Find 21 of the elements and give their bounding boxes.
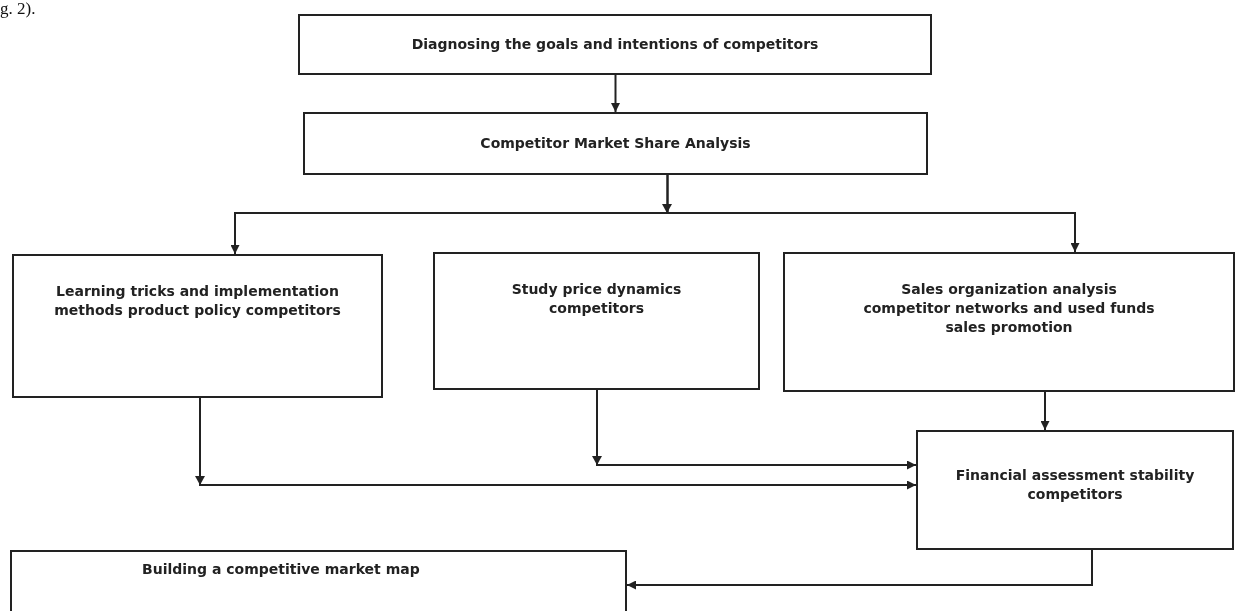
box-text: Competitor Market Share Analysis [480, 134, 751, 153]
box-text: Diagnosing the goals and intentions of competitors [411, 35, 819, 54]
process-box [783, 252, 1235, 392]
arrow [199, 397, 917, 490]
arrow [1040, 391, 1050, 431]
box-text: Financial assessment stability competitors [954, 466, 1196, 504]
box-text: Learning tricks and implementation methods product policy competitors [53, 282, 342, 320]
process-box [10, 550, 627, 611]
process-box [433, 252, 760, 390]
arrow [666, 174, 1080, 253]
process-box [298, 14, 932, 75]
box-text: Study price dynamics competitors [510, 280, 683, 318]
arrow [626, 549, 1093, 590]
arrow [596, 389, 917, 470]
process-box [303, 112, 928, 175]
box-text: Sales organization analysis competitor networks and used funds sales promotion [862, 280, 1156, 337]
arrow [611, 74, 620, 113]
box-text: Building a competitive market map [142, 560, 420, 579]
caption-fragment: g. 2). [0, 0, 36, 17]
process-box [916, 430, 1234, 550]
process-box [12, 254, 383, 398]
